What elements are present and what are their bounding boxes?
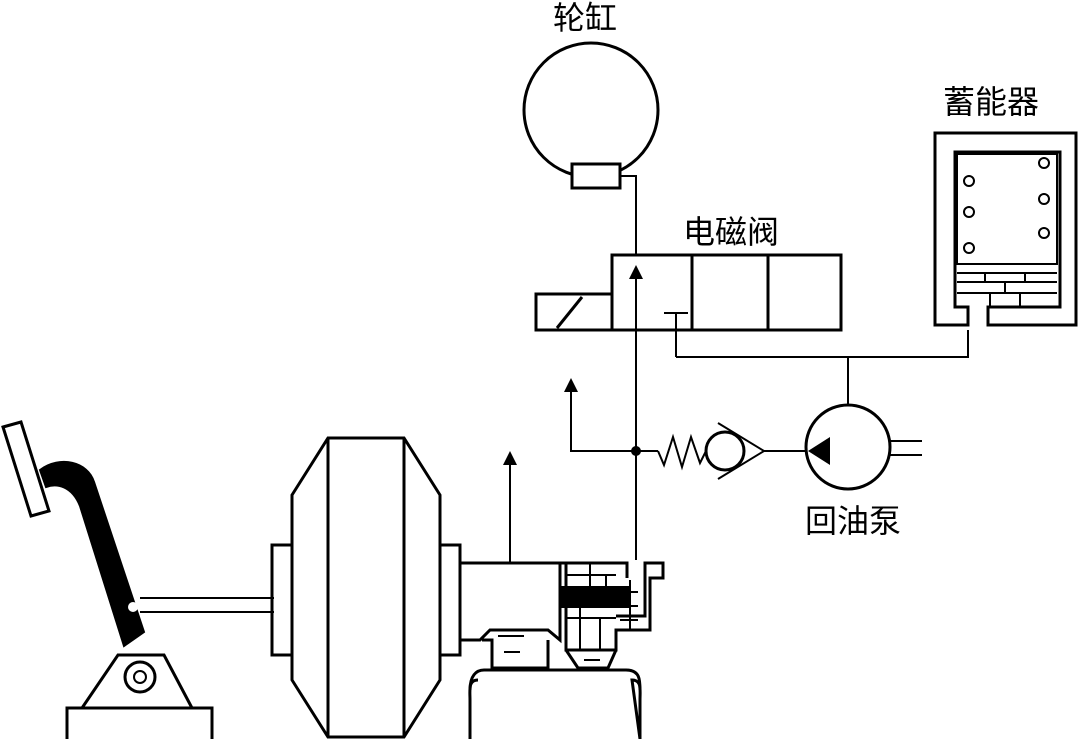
push-rod — [140, 597, 274, 613]
return-pump-label: 回油泵 — [805, 502, 902, 540]
solenoid-valve — [534, 253, 843, 357]
master-cylinder — [458, 451, 665, 652]
fluid-reservoirs — [468, 635, 642, 739]
accumulator-label: 蓄能器 — [943, 83, 1040, 121]
wheel-cylinder — [522, 41, 660, 190]
accumulator — [933, 131, 1078, 327]
wheel-cylinder-line — [620, 175, 637, 255]
vacuum-booster — [270, 436, 462, 739]
brake-pedal — [1, 420, 214, 739]
supply-lines — [564, 330, 641, 560]
return-pump — [804, 403, 922, 491]
return-line — [676, 330, 969, 406]
check-valve — [636, 422, 806, 480]
wheel-cylinder-label: 轮缸 — [553, 0, 618, 37]
solenoid-valve-label: 电磁阀 — [683, 213, 780, 251]
